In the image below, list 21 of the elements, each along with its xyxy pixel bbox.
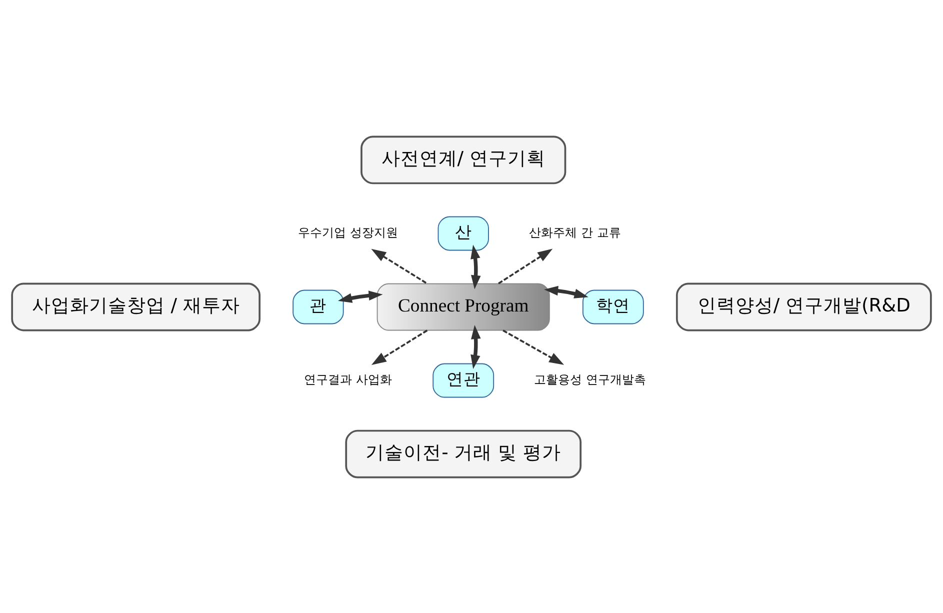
node-box: Connect Program — [376, 282, 550, 330]
node-box: 연관 — [432, 362, 494, 398]
node-box: 관 — [292, 289, 344, 324]
arrow — [470, 244, 481, 289]
arrow — [470, 324, 481, 368]
arrow — [371, 329, 428, 365]
node-box: 학연 — [582, 289, 644, 324]
node-text: 고활용성 연구개발촉 — [534, 372, 646, 386]
node-box: 사업화기술창업 / 재투자 — [11, 282, 261, 331]
arrow — [498, 248, 553, 284]
arrow — [544, 285, 588, 298]
arrow — [371, 248, 428, 284]
node-box: 사전연계/ 연구기획 — [360, 135, 566, 184]
node-text: 우수기업 성장지원 — [298, 225, 398, 240]
node-text: 산화주체 간 교류 — [529, 225, 621, 240]
arrow — [338, 290, 383, 302]
node-box: 인력양성/ 연구개발(R&D — [676, 282, 932, 331]
node-box: 산 — [438, 216, 489, 250]
node-text: 연구결과 사업화 — [304, 372, 392, 386]
node-box: 기술이전- 거래 및 평가 — [345, 429, 582, 478]
arrow — [502, 329, 564, 364]
